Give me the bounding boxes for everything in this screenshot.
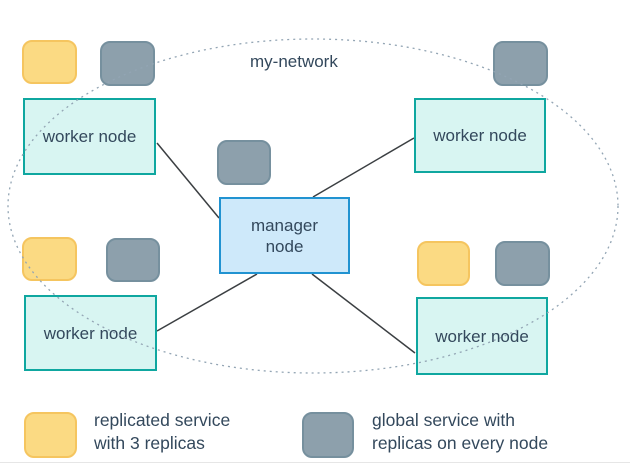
manager-node-label: manager node [250,215,319,256]
worker-node-label: worker node [435,326,529,346]
global-service-icon [493,41,548,86]
link-manager-to-worker-top-left [156,142,220,219]
replicated-service-icon [22,237,77,281]
worker-node-top-right: worker node [414,98,546,173]
replicated-service-icon [417,241,470,286]
link-manager-to-worker-bottom-left [156,273,258,332]
legend-global-label: global service with replicas on every no… [372,410,549,453]
worker-node-top-left: worker node [23,98,156,175]
global-service-icon [100,41,155,86]
link-manager-to-worker-top-right [312,137,415,198]
global-service-icon [106,238,160,282]
worker-node-bottom-left: worker node [24,295,157,371]
bottom-divider [0,462,630,463]
worker-node-label: worker node [43,323,138,343]
legend-replicated-swatch [24,412,77,458]
worker-node-label: worker node [42,127,137,146]
replicated-service-icon [22,40,77,84]
legend-global-swatch [302,412,354,458]
link-manager-to-worker-bottom-right [311,273,416,354]
manager-node: manager node [219,197,350,274]
worker-node-label: worker node [433,126,527,145]
legend-replicated-label: replicated service with 3 replicas [94,410,231,453]
worker-node-bottom-right: worker node [416,297,548,375]
global-service-icon [495,241,550,286]
network-name-label: my-network [250,52,338,71]
global-service-icon [217,140,271,185]
